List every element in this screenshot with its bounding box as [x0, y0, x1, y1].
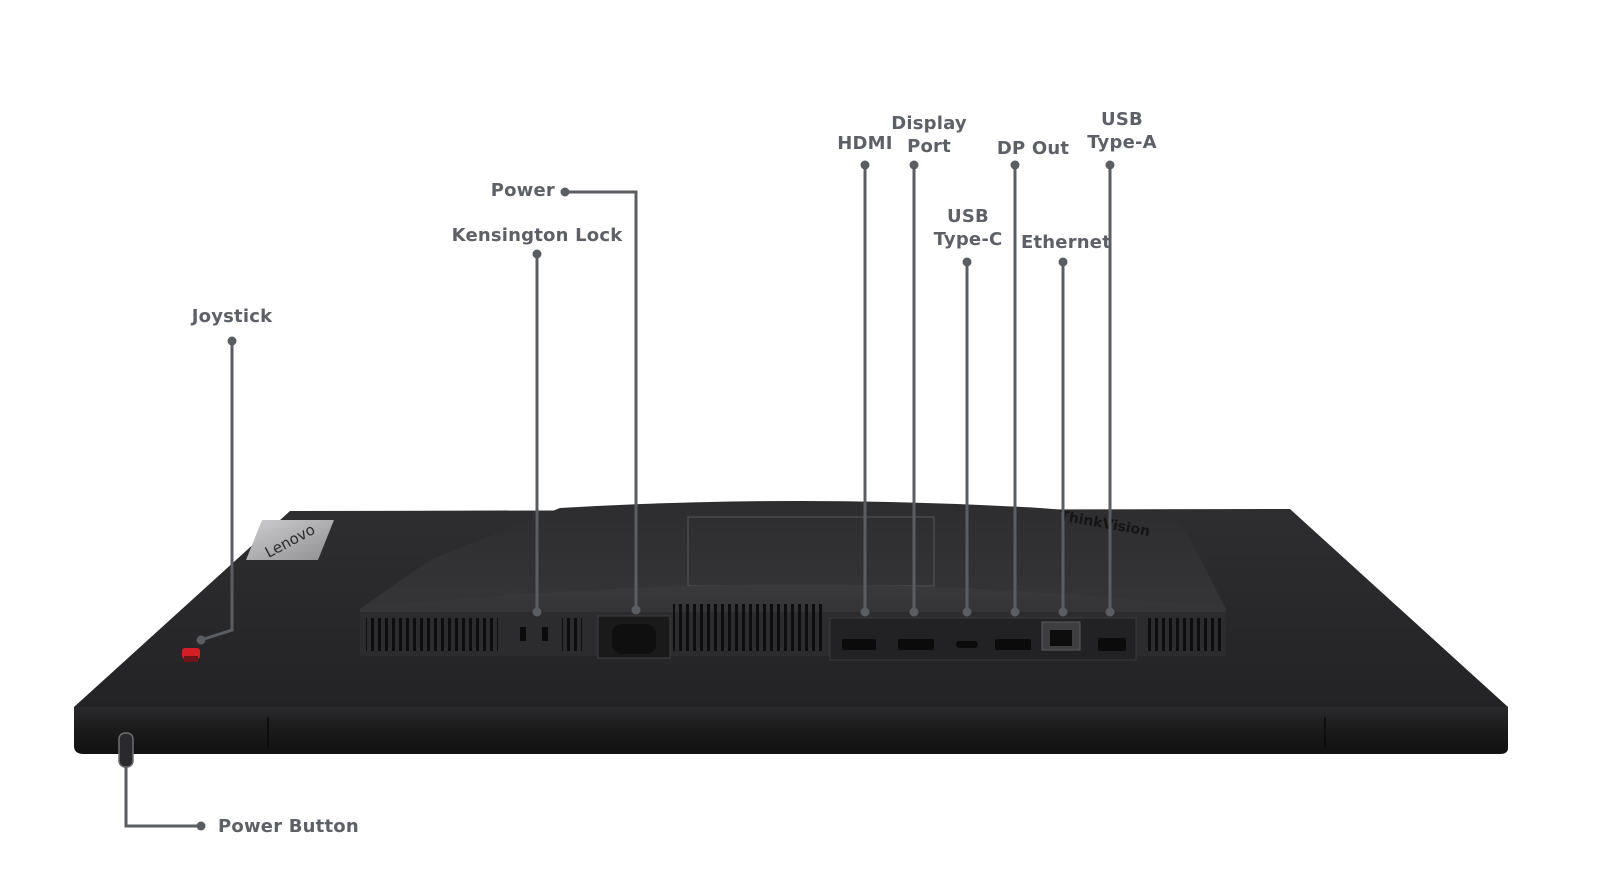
rear-bump — [360, 501, 1226, 609]
vent-middle — [673, 604, 823, 651]
dp-out-port — [995, 639, 1031, 650]
usb-type-a-label-line2: Type-A — [1087, 132, 1157, 153]
leader-lines — [124, 165, 1112, 828]
hdmi-label: HDMI — [837, 133, 893, 154]
dp-out-label: DP Out — [996, 138, 1070, 159]
usb-type-c-label: USB Type-C — [922, 205, 1014, 251]
displayport-port — [898, 639, 934, 650]
usb-type-c-label-line2: Type-C — [933, 229, 1003, 250]
hdmi-port — [842, 639, 876, 650]
power-leader — [565, 190, 638, 610]
display-port-label-line1: Display — [891, 113, 967, 134]
kensington-lock-label: Kensington Lock — [451, 225, 623, 246]
power-port — [612, 624, 656, 654]
leader-dots — [196, 160, 1115, 831]
usb-type-c-label-line1: USB — [947, 206, 989, 227]
usb-type-a-label: USB Type-A — [1076, 108, 1168, 154]
usb-c-port — [956, 641, 978, 648]
port-panel — [829, 617, 1137, 661]
display-port-label: Display Port — [884, 112, 974, 158]
kensington-slot — [520, 627, 526, 641]
ethernet-label: Ethernet — [1020, 232, 1112, 253]
joystick-leader — [200, 341, 234, 642]
power-button — [118, 732, 134, 768]
usb-a-port — [1098, 638, 1126, 651]
vent-right — [1146, 618, 1222, 651]
power-button-label: Power Button — [218, 816, 359, 837]
monitor-panel-edge — [74, 707, 1508, 754]
power-button-leader — [124, 766, 201, 828]
usb-type-a-label-line1: USB — [1101, 109, 1143, 130]
joystick-label: Joystick — [191, 306, 273, 327]
power-label: Power — [490, 180, 555, 201]
lenovo-badge: Lenovo — [246, 520, 334, 562]
vent-left — [366, 618, 498, 651]
vent-mid-left — [562, 618, 582, 651]
display-port-label-line2: Port — [907, 136, 951, 157]
